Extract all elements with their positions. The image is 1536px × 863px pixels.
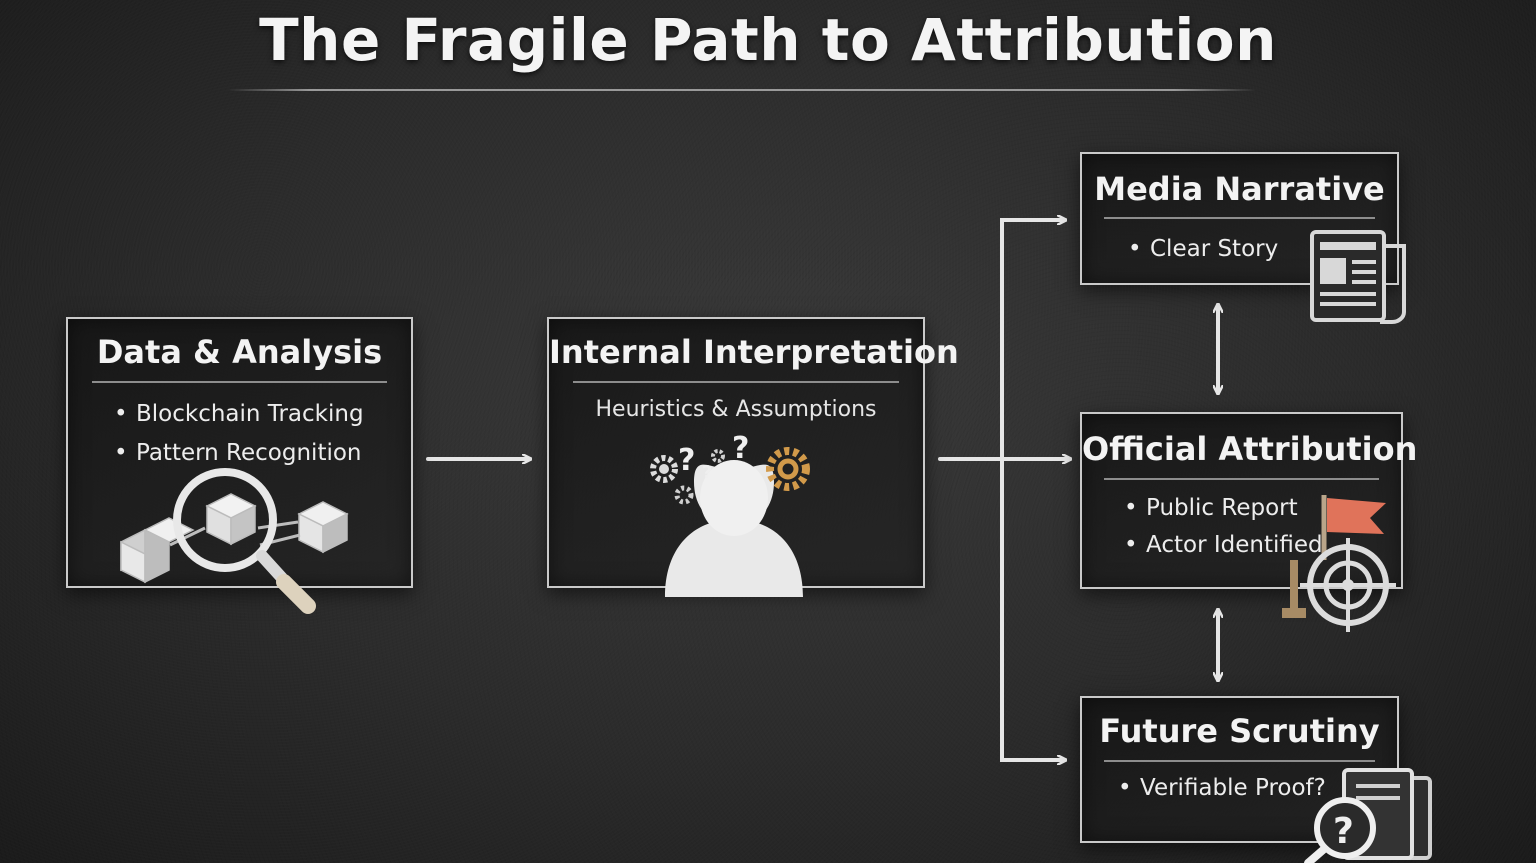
question-mark: ? [732, 431, 749, 466]
gear-icon [770, 451, 806, 487]
flag-and-target-icon [1282, 495, 1396, 632]
gear-icon [677, 488, 691, 502]
question-mark: ? [678, 443, 695, 478]
question-mark: ? [702, 462, 712, 483]
documents-question-icon: ? [1308, 770, 1430, 863]
question-mark: ? [1333, 811, 1354, 852]
magnifier-with-blocks-icon [121, 472, 347, 606]
newspaper-icon [1312, 232, 1404, 322]
person-with-gears-icon [653, 451, 806, 597]
gear-icon [713, 451, 723, 461]
